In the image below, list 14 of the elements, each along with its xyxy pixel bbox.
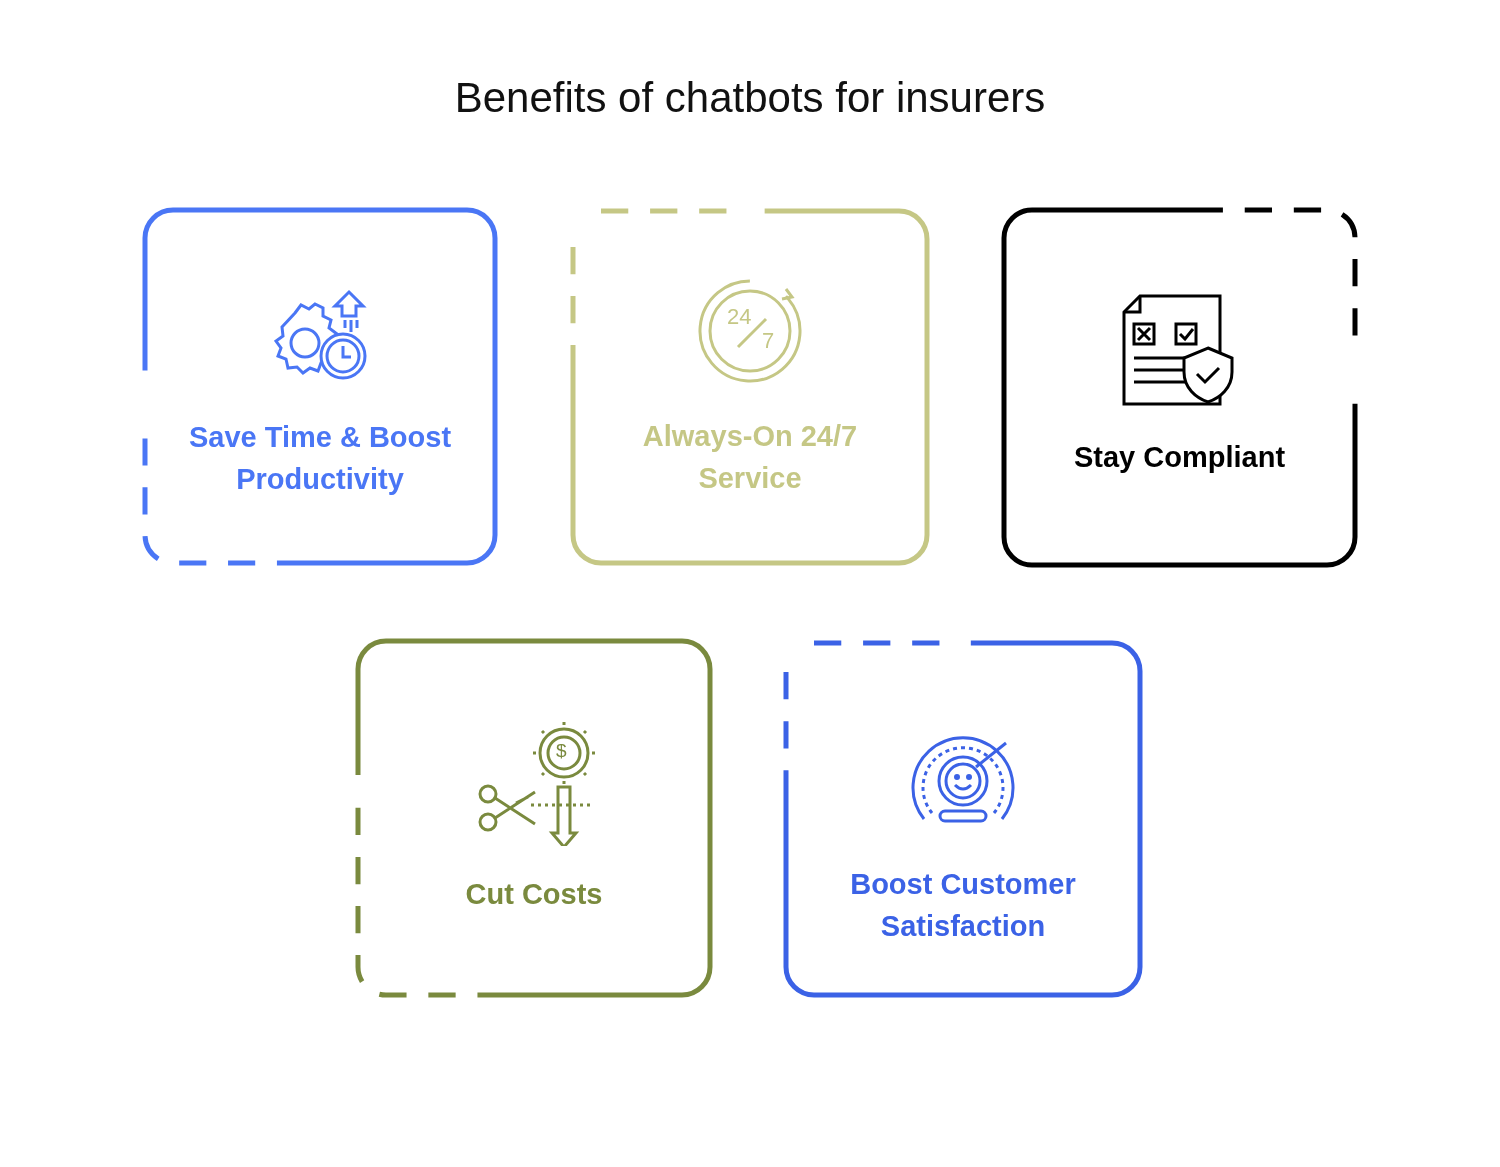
card-label: Stay Compliant (1072, 440, 1287, 475)
icon-glyph-text: $ (556, 741, 567, 760)
card-label: Cut Costs (464, 877, 604, 912)
diagram-title: Benefits of chatbots for insurers (453, 74, 1047, 122)
benefit-card (573, 211, 927, 563)
benefit-card (1004, 210, 1355, 565)
benefit-card (145, 210, 495, 563)
card-label: Always-On 24/7 Service (641, 419, 859, 496)
benefit-card (786, 643, 1140, 995)
benefit-card (358, 641, 710, 995)
icon-glyph-text: 7 (762, 330, 775, 352)
card-label: Boost Customer Satisfaction (849, 867, 1077, 944)
card-label: Save Time & Boost Productivity (187, 420, 453, 497)
icon-glyph-text: 24 (727, 306, 752, 328)
